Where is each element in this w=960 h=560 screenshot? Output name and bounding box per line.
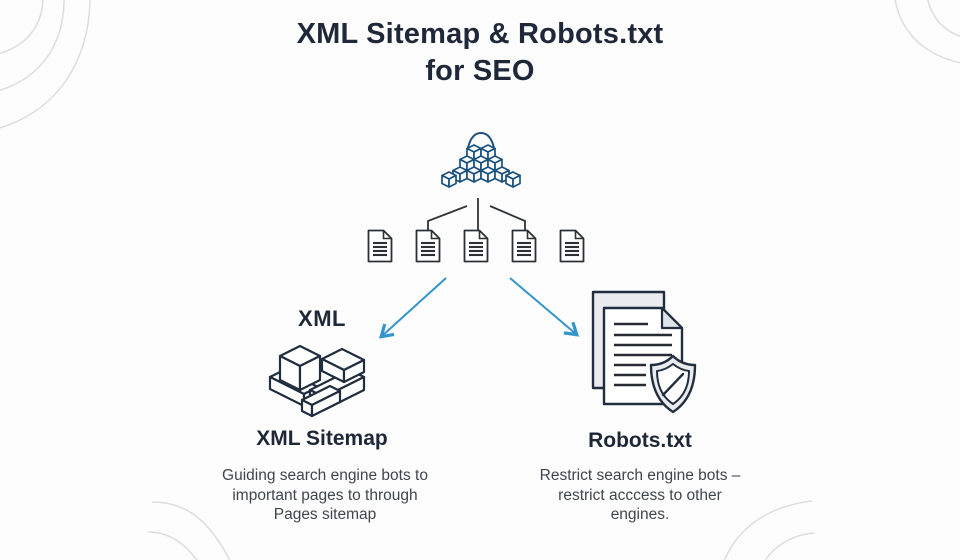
xml-label: XML — [298, 306, 346, 331]
desc-line: Guiding search engine bots to — [222, 467, 428, 484]
brick-stack-icon — [268, 344, 366, 418]
title-line-1: XML Sitemap & Robots.txt — [296, 18, 664, 50]
document-page-icon — [511, 229, 537, 263]
crawler-cube-pile-icon — [441, 131, 521, 188]
desc-line: restrict acccess to other — [558, 486, 722, 504]
robots-txt-description: Restrict search engine bots – restrict a… — [508, 466, 772, 525]
document-page-icon — [367, 229, 393, 263]
arrow-to-robots-txt — [509, 277, 580, 337]
tree-connector-lines — [427, 198, 526, 231]
desc-line: Pages sitemap — [273, 506, 377, 523]
documents-shield-icon — [591, 290, 697, 414]
document-page-icon — [559, 229, 585, 263]
robots-txt-heading: Robots.txt — [588, 429, 692, 452]
desc-line: engines. — [610, 506, 670, 523]
branch-arrows — [379, 277, 580, 339]
crawled-pages-row — [367, 229, 585, 263]
arrow-to-xml-sitemap — [379, 277, 447, 339]
desc-line: important pages to through — [232, 486, 418, 504]
desc-line: Restrict search engine bots – — [539, 467, 741, 484]
title-line-2: for SEO — [425, 55, 535, 87]
xml-sitemap-heading: XML Sitemap — [256, 427, 388, 450]
document-page-icon — [463, 229, 489, 263]
xml-sitemap-description: Guiding search engine bots to important … — [190, 466, 460, 525]
document-page-icon — [415, 229, 441, 263]
page-title: XML Sitemap & Robots.txt for SEO — [0, 16, 960, 90]
